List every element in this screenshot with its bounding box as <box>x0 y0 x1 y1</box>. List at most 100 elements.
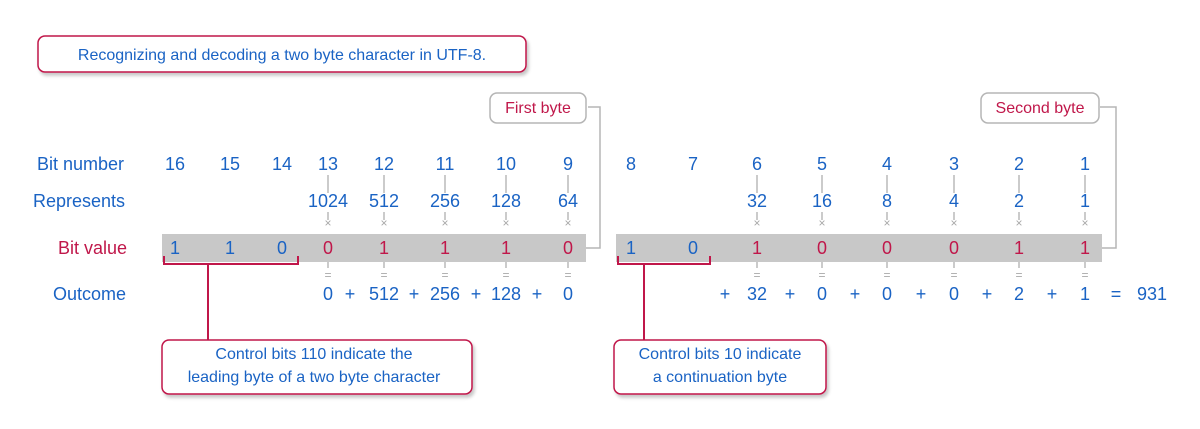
represents-value: 32 <box>747 191 767 211</box>
bit-column-15: 15 1 <box>220 154 240 258</box>
outcome-value: 2 <box>1014 284 1024 304</box>
times-sign: × <box>441 216 448 230</box>
second-byte-label: Second byte <box>996 100 1085 117</box>
times-sign: × <box>1081 216 1088 230</box>
plus-sign: + <box>982 284 993 304</box>
bit-value: 1 <box>440 238 450 258</box>
title-text: Recognizing and decoding a two byte char… <box>78 47 486 64</box>
represents-value: 8 <box>882 191 892 211</box>
bit-column-8: 81 <box>626 154 636 258</box>
equals-sign-small: = <box>818 268 825 282</box>
outcome-value: 128 <box>491 284 521 304</box>
bit-value: 0 <box>563 238 573 258</box>
control-10-callout: Control bits 10 indicate a continuation … <box>613 256 827 395</box>
equals-sign-small: = <box>502 268 509 282</box>
outcome-value: 0 <box>949 284 959 304</box>
bit-column-16: 16 1 <box>165 154 185 258</box>
equals-sign-small: = <box>1081 268 1088 282</box>
plus-sign: + <box>916 284 927 304</box>
outcome-value: 256 <box>430 284 460 304</box>
represents-value: 16 <box>812 191 832 211</box>
plus-sign: + <box>345 284 356 304</box>
bit-column-9: 964×0=0 <box>558 154 578 304</box>
bit-value: 0 <box>323 238 333 258</box>
plus-sign: + <box>785 284 796 304</box>
control-110-line-2: leading byte of a two byte character <box>188 369 441 386</box>
times-sign: × <box>753 216 760 230</box>
bit-number: 3 <box>949 154 959 174</box>
bit-column-6: 6 32 × 1 = 32 <box>747 154 767 304</box>
bit-column-7: 70 <box>688 154 698 258</box>
title-box: Recognizing and decoding a two byte char… <box>37 35 527 73</box>
outcome-value: 0 <box>563 284 573 304</box>
represents-value: 128 <box>491 191 521 211</box>
bit-column-2: 22×1=2 <box>1014 154 1024 304</box>
represents-value: 2 <box>1014 191 1024 211</box>
times-sign: × <box>324 216 331 230</box>
bit-value: 1 <box>501 238 511 258</box>
bit-value: 0 <box>277 238 287 258</box>
outcome-value: 0 <box>882 284 892 304</box>
outcome-value: 0 <box>817 284 827 304</box>
equals-sign: = <box>1111 284 1122 304</box>
bit-number: 10 <box>496 154 516 174</box>
plus-sign: + <box>532 284 543 304</box>
times-sign: × <box>564 216 571 230</box>
bit-number: 6 <box>752 154 762 174</box>
bit-value: 0 <box>817 238 827 258</box>
bit-value: 1 <box>379 238 389 258</box>
result-value: 931 <box>1137 284 1167 304</box>
bit-value: 1 <box>225 238 235 258</box>
plus-sign: + <box>1047 284 1058 304</box>
second-byte-bar <box>616 234 1102 262</box>
represents-value: 4 <box>949 191 959 211</box>
bit-number: 11 <box>436 154 455 174</box>
bit-number: 5 <box>817 154 827 174</box>
first-byte-label: First byte <box>505 100 571 117</box>
equals-sign-small: = <box>753 268 760 282</box>
equals-sign-small: = <box>380 268 387 282</box>
row-label-represents: Represents <box>33 191 125 211</box>
represents-value: 1 <box>1080 191 1090 211</box>
outcome-value: 0 <box>323 284 333 304</box>
bit-number: 13 <box>318 154 338 174</box>
outcome-value: 32 <box>747 284 767 304</box>
bit-value: 1 <box>1080 238 1090 258</box>
bit-value: 1 <box>1014 238 1024 258</box>
times-sign: × <box>883 216 890 230</box>
times-sign: × <box>1015 216 1022 230</box>
bit-number: 1 <box>1080 154 1090 174</box>
equals-sign-small: = <box>564 268 571 282</box>
bit-number: 2 <box>1014 154 1024 174</box>
times-sign: × <box>950 216 957 230</box>
bit-number: 8 <box>626 154 636 174</box>
represents-value: 512 <box>369 191 399 211</box>
bit-value: 1 <box>752 238 762 258</box>
bit-column-14: 140 <box>272 154 292 258</box>
plus-sign: + <box>471 284 482 304</box>
bit-value: 1 <box>170 238 180 258</box>
bit-number: 16 <box>165 154 185 174</box>
row-label-bit-value: Bit value <box>58 238 127 258</box>
represents-value: 1024 <box>308 191 348 211</box>
equals-sign-small: = <box>883 268 890 282</box>
bit-number: 15 <box>220 154 240 174</box>
bit-columns: 161151140131024×0=012512×1=51211256×1=25… <box>165 154 1090 304</box>
bit-value: 1 <box>626 238 636 258</box>
bit-column-3: 34×0=0 <box>949 154 959 304</box>
times-sign: × <box>818 216 825 230</box>
bit-value: 0 <box>688 238 698 258</box>
equals-sign-small: = <box>441 268 448 282</box>
times-sign: × <box>380 216 387 230</box>
bit-number: 9 <box>563 154 573 174</box>
bit-column-1: 11×1=1 <box>1080 154 1090 304</box>
outcome-operators: ++++++++++= <box>345 284 1122 304</box>
row-label-outcome: Outcome <box>53 284 126 304</box>
bit-value: 0 <box>949 238 959 258</box>
bit-value: 0 <box>882 238 892 258</box>
plus-sign: + <box>720 284 731 304</box>
control-110-line-1: Control bits 110 indicate the <box>215 346 412 363</box>
